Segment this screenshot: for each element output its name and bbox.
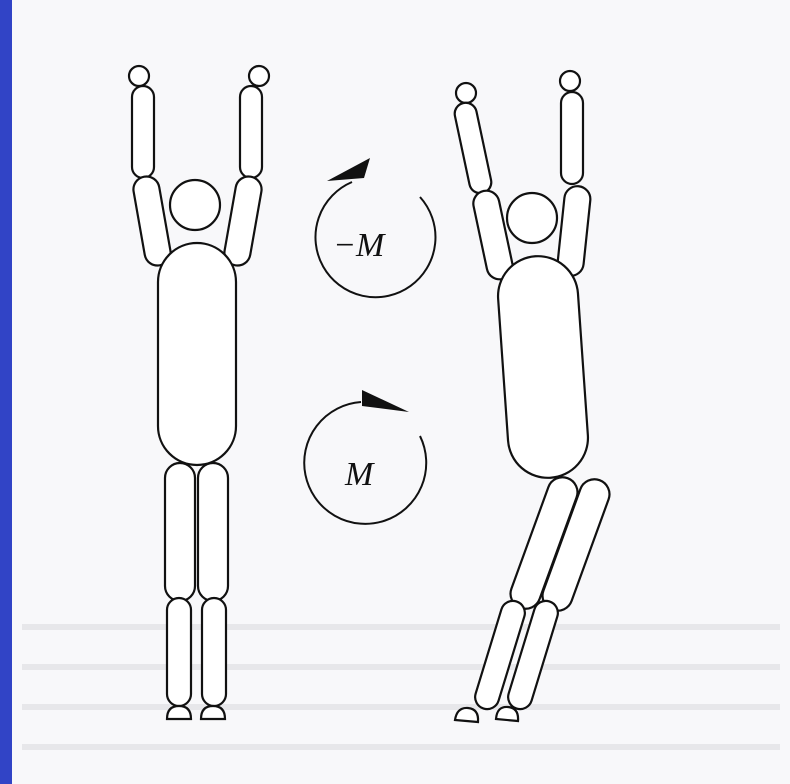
- tilted-head: [507, 193, 557, 243]
- tilted-torso: [495, 253, 590, 480]
- clockwise-arrowhead: [362, 390, 409, 412]
- upright-figure: [129, 66, 269, 719]
- torso: [158, 243, 236, 465]
- right-shin: [202, 598, 226, 706]
- tilted-figure: [453, 71, 614, 722]
- counterclockwise-arrowhead: [327, 158, 370, 181]
- moment-plus: M: [304, 390, 426, 524]
- tilted-right-foot: [496, 707, 518, 721]
- tilted-right-forearm: [561, 92, 583, 184]
- tilted-right-hand: [560, 71, 580, 91]
- right-thigh: [198, 463, 228, 601]
- left-foot: [167, 706, 191, 719]
- moment-plus-label: M: [344, 456, 375, 493]
- moment-minus-label: −M: [333, 227, 386, 264]
- right-hand: [249, 66, 269, 86]
- right-foot: [201, 706, 225, 719]
- left-upper-arm: [131, 174, 172, 267]
- tilted-left-forearm: [453, 101, 494, 196]
- left-hand: [129, 66, 149, 86]
- right-forearm: [240, 86, 262, 178]
- head: [170, 180, 220, 230]
- left-forearm: [132, 86, 154, 178]
- right-upper-arm: [222, 174, 263, 267]
- tilted-left-foot: [455, 708, 478, 722]
- left-shin: [167, 598, 191, 706]
- tilted-left-hand: [456, 83, 476, 103]
- left-thigh: [165, 463, 195, 601]
- moment-minus: −M: [315, 158, 435, 297]
